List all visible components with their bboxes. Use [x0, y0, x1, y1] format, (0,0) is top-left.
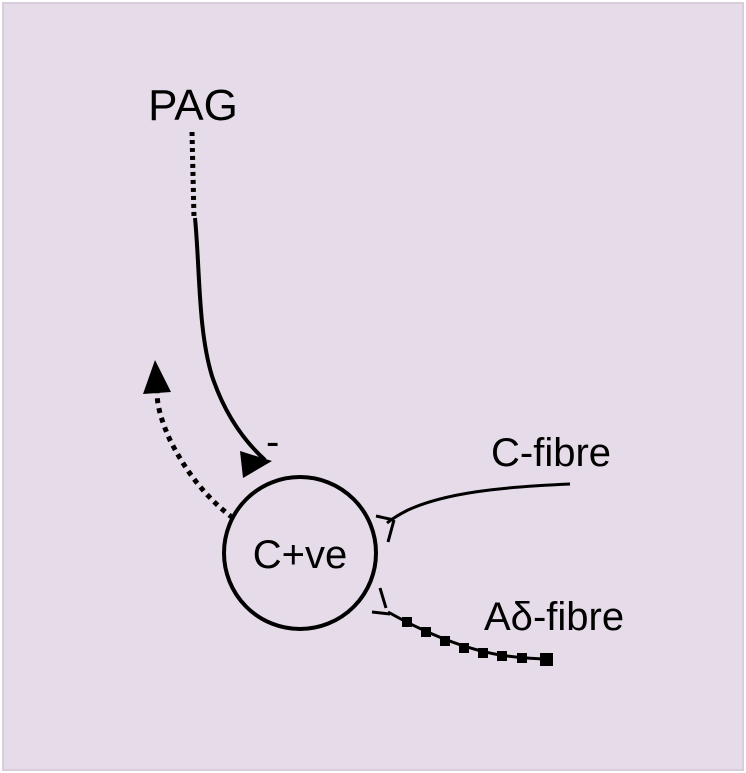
pag-projection-dotted: [189, 131, 197, 219]
myelin-segment: [517, 653, 527, 663]
inhibitory-terminal-arrowhead: [240, 451, 272, 478]
a-delta-myelin-segments: [402, 617, 553, 666]
inhibitory-sign: -: [266, 420, 279, 464]
c-fibre-axon: [386, 482, 571, 525]
a-delta-fibre-axon: [387, 610, 553, 661]
a-delta-fibre-label: Aδ-fibre: [484, 595, 624, 639]
a-delta-synapse: [371, 587, 391, 616]
myelin-segment: [497, 651, 507, 661]
pag-label: PAG: [148, 81, 238, 130]
pag-projection-solid: [193, 217, 267, 462]
c-fibre-synapse: [375, 514, 396, 543]
myelin-segment: [402, 617, 412, 627]
c-ve-neuron-label: C+ve: [253, 533, 348, 577]
myelin-segment: [459, 643, 469, 653]
myelin-segment: [540, 653, 553, 666]
c-ve-neuron-circle: [222, 475, 378, 631]
myelin-segment: [421, 627, 431, 637]
myelin-segment: [440, 636, 450, 646]
ascending-output-arrowhead: [143, 360, 171, 394]
c-fibre-label: C-fibre: [491, 431, 611, 475]
myelin-segment: [478, 648, 488, 658]
